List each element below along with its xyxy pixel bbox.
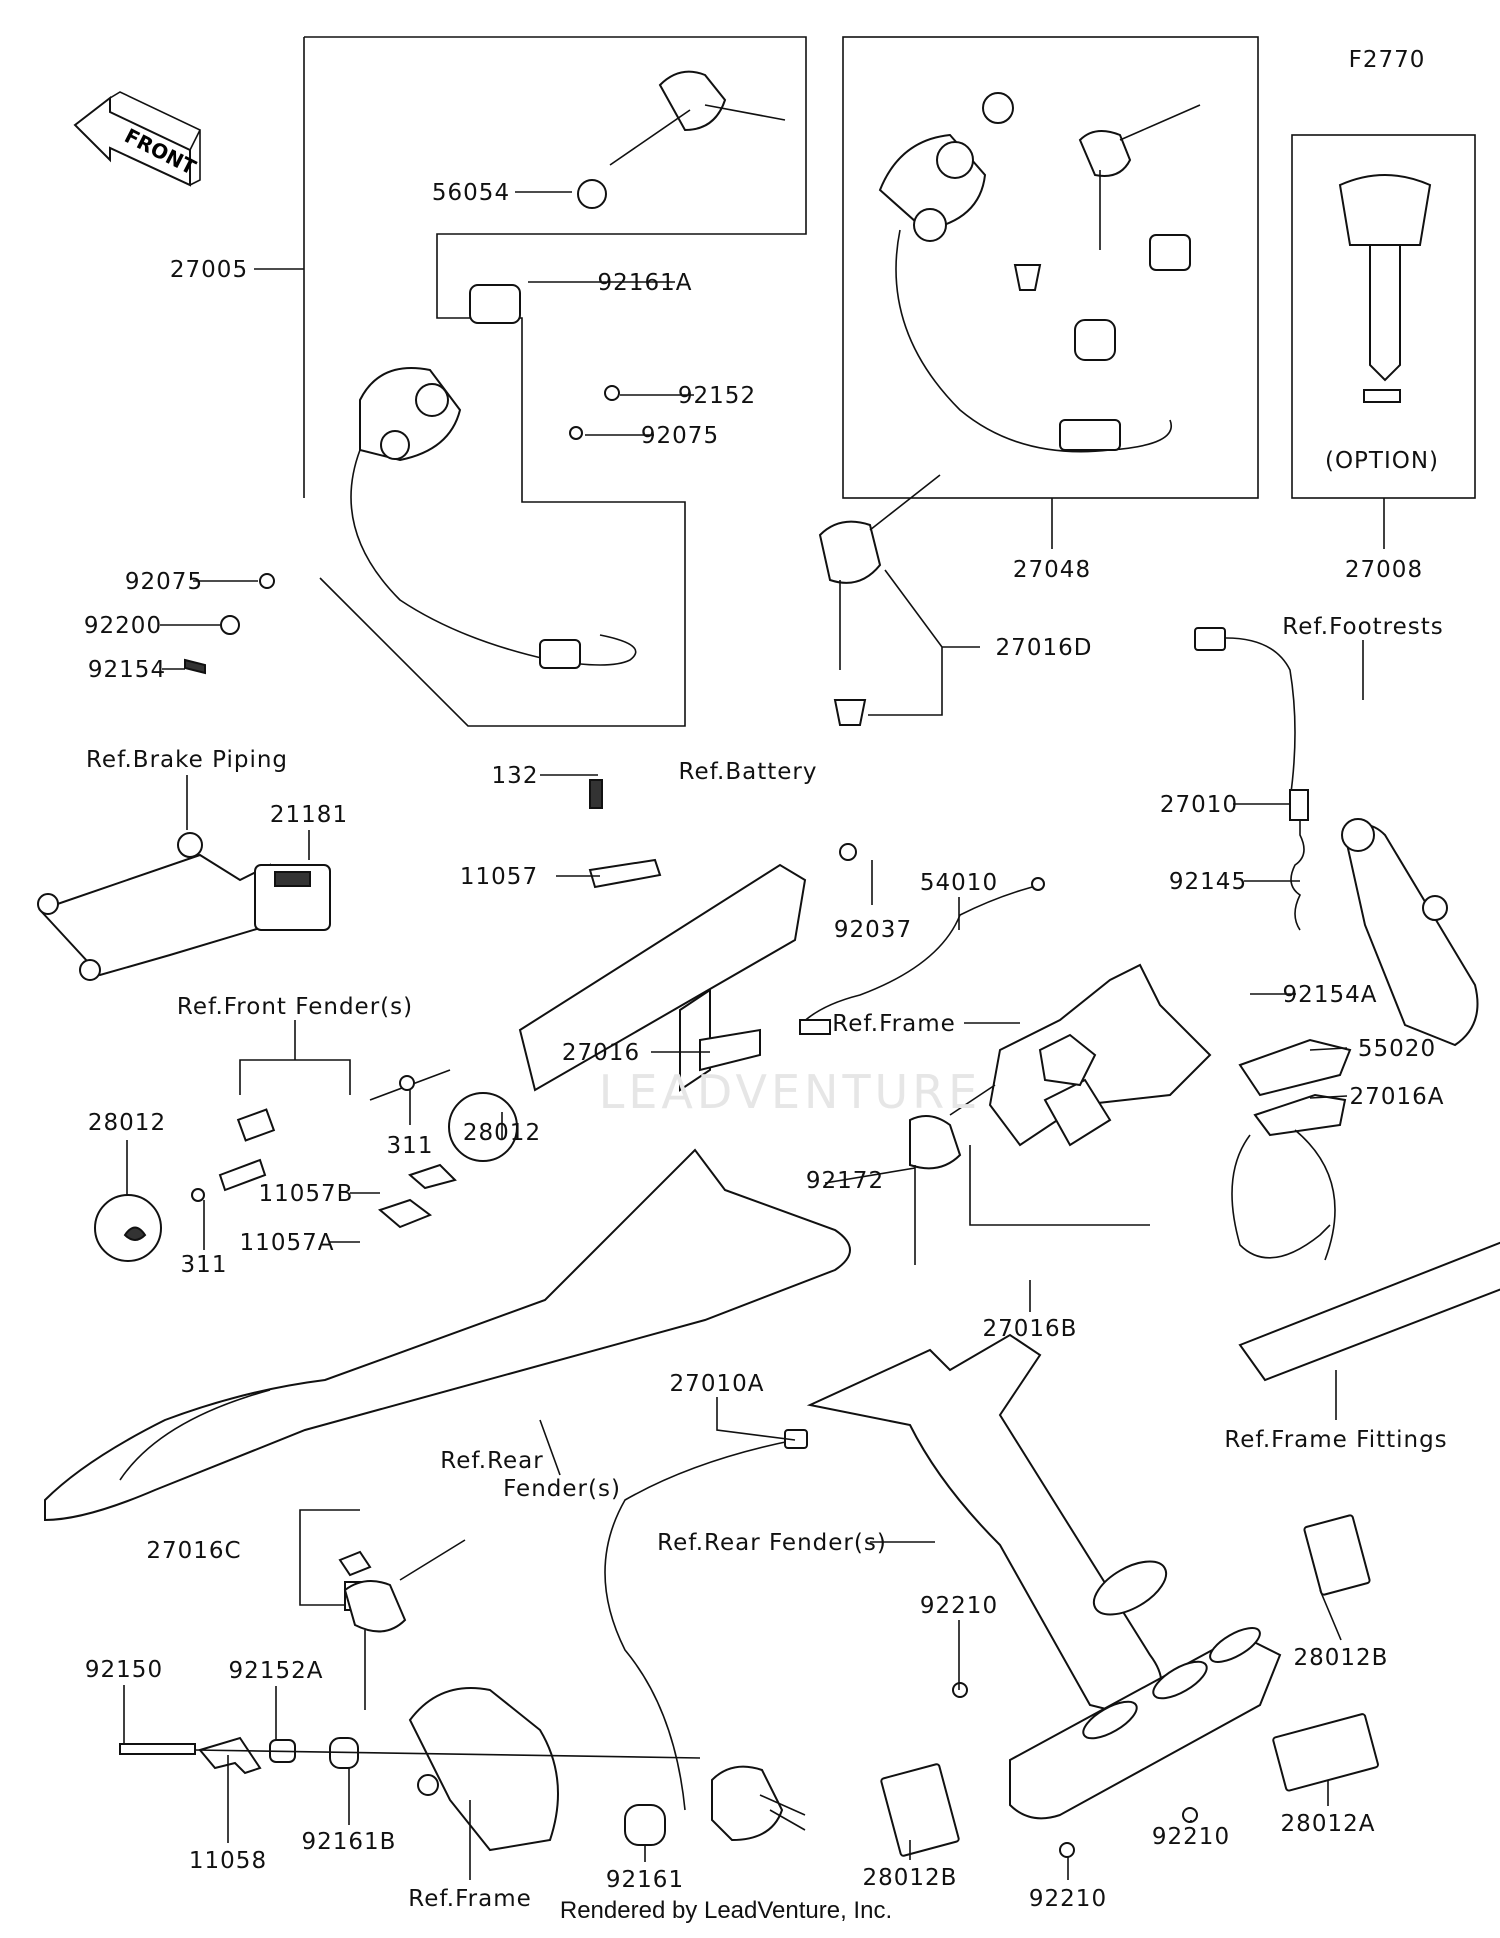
part-label: 27016D [996,635,1093,661]
leader-lines [123,191,1385,1880]
part-label: 11058 [189,1848,267,1874]
ignition-switch-parts [37,70,1500,1858]
part-label: 28012 [463,1120,541,1146]
part-label: 11057A [240,1230,335,1256]
part-label: 92154A [1283,982,1378,1008]
part-label: 92075 [641,423,719,449]
group-box-27048 [842,36,1259,499]
part-label: Ref.Frame [832,1011,956,1037]
part-label: 92210 [1029,1886,1107,1912]
part-label: Ref.Rear Fender(s) [657,1530,887,1556]
part-label: 27048 [1013,557,1091,583]
part-label: 92210 [1152,1824,1230,1850]
part-label: 11057B [259,1181,354,1207]
part-label: 92210 [920,1593,998,1619]
part-label: 27010 [1160,792,1238,818]
part-label: Ref.Brake Piping [86,747,288,773]
part-label: 132 [492,763,539,789]
part-label: 92172 [806,1168,884,1194]
option-label: (OPTION) [1325,448,1439,474]
part-label: 311 [181,1252,228,1278]
part-label: 27016B [983,1316,1078,1342]
part-label: 92161 [606,1867,684,1893]
part-label: 92075 [125,569,203,595]
part-label: 21181 [270,802,348,828]
part-label: 92161B [302,1829,397,1855]
group-box-27005 [303,36,807,727]
part-label: Ref.Front Fender(s) [177,994,413,1020]
part-label: Ref.Battery [679,759,818,785]
part-label: 27010A [670,1371,765,1397]
part-label: Ref.Frame Fittings [1224,1427,1447,1453]
part-label: 28012 [88,1110,166,1136]
part-label: 92200 [84,613,162,639]
part-label: 28012B [863,1865,958,1891]
part-label: 27008 [1345,557,1423,583]
part-label: 27005 [170,257,248,283]
part-label: 92161A [598,270,693,296]
part-label: 54010 [920,870,998,896]
part-label: 28012A [1281,1811,1376,1837]
part-label: 11057 [460,864,538,890]
part-label: 92154 [88,657,166,683]
part-label: 92150 [85,1657,163,1683]
part-labels: 56054 92161A 27005 92152 92075 92075 92200 9215… [84,180,1447,1912]
part-label: Ref.Footrests [1282,614,1444,640]
part-label: 27016 [562,1040,640,1066]
part-label: 92152 [678,383,756,409]
part-label: 27016A [1350,1084,1445,1110]
watermark: LEADVENTURE [599,1065,982,1119]
part-label: 92152A [229,1658,324,1684]
part-label: Fender(s) [503,1476,621,1502]
part-label: 28012B [1294,1645,1389,1671]
part-label: Ref.Frame [408,1886,532,1912]
part-label: 92037 [834,917,912,943]
part-label: 92145 [1169,869,1247,895]
credit-text: Rendered by LeadVenture, Inc. [560,1897,892,1924]
part-label: 27016C [146,1538,241,1564]
part-label: Ref.Rear [440,1448,543,1474]
front-arrow-icon: FRONT [73,91,202,187]
diagram-code: F2770 [1349,47,1426,73]
part-label: 56054 [432,180,510,206]
part-label: 55020 [1358,1036,1436,1062]
part-label: 311 [387,1133,434,1159]
